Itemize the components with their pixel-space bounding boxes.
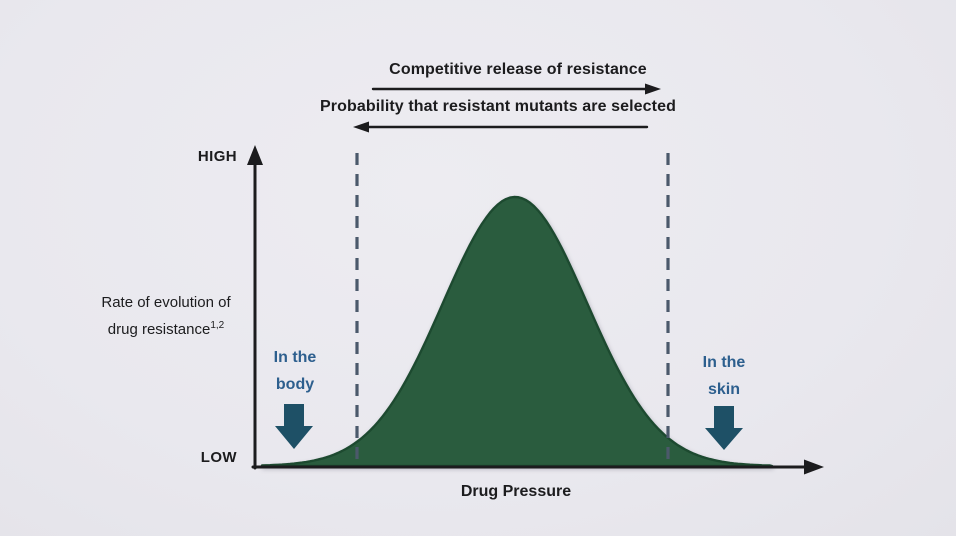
competitive-release-arrow-icon: [371, 83, 661, 95]
skin-down-arrow-icon: [705, 406, 743, 450]
selection-probability-label: Probability that resistant mutants are s…: [320, 98, 676, 115]
y-axis-title-superscript: 1,2: [210, 320, 225, 331]
competitive-release-label: Competitive release of resistance: [389, 61, 647, 78]
y-axis-low-label: LOW: [200, 449, 237, 466]
y-axis-title: Rate of evolution of drug resistance1,2: [55, 291, 277, 341]
selection-probability-arrow-icon: [353, 121, 649, 133]
y-axis-arrowhead-icon: [247, 145, 263, 165]
x-axis-arrowhead-icon: [804, 459, 824, 475]
x-axis-title: Drug Pressure: [460, 483, 572, 500]
y-axis-title-line1: Rate of evolution of: [101, 294, 231, 311]
y-axis-high-label: HIGH: [197, 148, 237, 165]
y-axis-title-line2: drug resistance: [107, 321, 211, 338]
body-down-arrow-icon: [275, 404, 313, 449]
bell-curve: [260, 195, 774, 468]
y-axis: [247, 145, 263, 470]
x-axis: [251, 459, 824, 475]
